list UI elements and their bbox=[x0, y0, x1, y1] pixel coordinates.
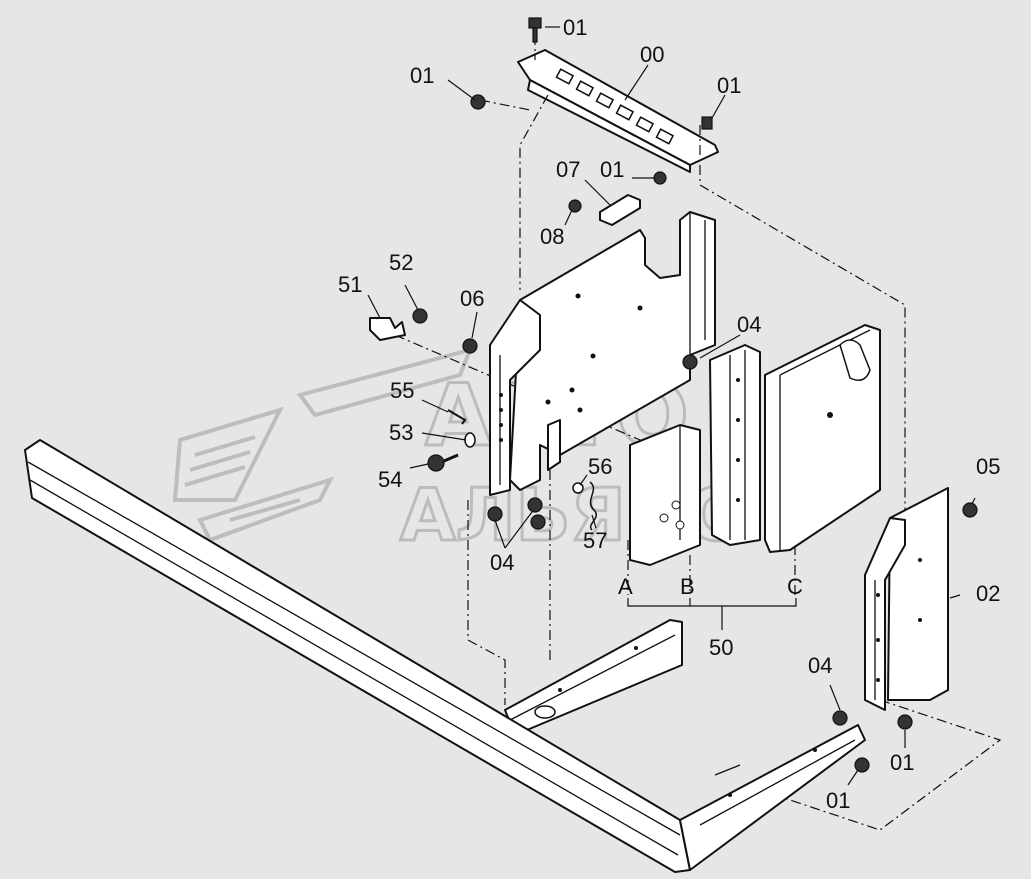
callout-02: 02 bbox=[976, 581, 1000, 606]
callout-04-right: 04 bbox=[808, 653, 832, 678]
bracket-07 bbox=[599, 194, 641, 226]
washer-56 bbox=[572, 482, 584, 494]
bolt-01-right-a bbox=[897, 714, 913, 730]
callout-00: 00 bbox=[640, 42, 664, 67]
bolt-top bbox=[528, 17, 542, 43]
spring-57 bbox=[589, 481, 597, 531]
lower-plate bbox=[504, 619, 683, 736]
callout-56: 56 bbox=[588, 454, 612, 479]
top-bracket-00 bbox=[517, 49, 719, 173]
bolt-04-lower-b bbox=[527, 497, 543, 513]
callout-50: 50 bbox=[709, 635, 733, 660]
callout-07: 07 bbox=[556, 157, 580, 182]
bolt-06 bbox=[462, 338, 478, 354]
component-50-C bbox=[764, 324, 881, 553]
left-panel bbox=[489, 211, 716, 496]
callout-01-right: 01 bbox=[717, 73, 741, 98]
washer-53 bbox=[464, 432, 476, 448]
bolt-04-upper bbox=[682, 354, 698, 370]
callout-01-top: 01 bbox=[563, 15, 587, 40]
bolt-54 bbox=[427, 453, 459, 472]
callout-06: 06 bbox=[460, 286, 484, 311]
component-50-B bbox=[709, 344, 761, 546]
pin-55 bbox=[447, 409, 467, 425]
callout-01-bottom: 01 bbox=[826, 788, 850, 813]
bolt-52 bbox=[412, 308, 428, 324]
bolt-04-right bbox=[832, 710, 848, 726]
fasteners bbox=[412, 17, 978, 773]
callout-52: 52 bbox=[389, 250, 413, 275]
callout-55: 55 bbox=[390, 378, 414, 403]
callout-01-right-bottom: 01 bbox=[890, 750, 914, 775]
watermark-logo bbox=[172, 347, 474, 543]
callout-B: B bbox=[680, 574, 695, 599]
callout-51: 51 bbox=[338, 272, 362, 297]
bolt-04-lower-c bbox=[530, 514, 546, 530]
right-panel-02 bbox=[864, 487, 949, 711]
leader-lines bbox=[367, 26, 976, 786]
bracket-51 bbox=[369, 317, 406, 341]
bolt-08 bbox=[568, 199, 582, 213]
callout-57: 57 bbox=[583, 528, 607, 553]
callout-01-mid: 01 bbox=[600, 157, 624, 182]
component-50-A bbox=[629, 424, 701, 566]
callout-01-left: 01 bbox=[410, 63, 434, 88]
bolt-right-top bbox=[701, 116, 713, 130]
callout-A: A bbox=[618, 574, 633, 599]
bolt-07 bbox=[653, 171, 667, 185]
callout-04-upper: 04 bbox=[737, 312, 761, 337]
callout-53: 53 bbox=[389, 420, 413, 445]
callout-05: 05 bbox=[976, 454, 1000, 479]
callout-04-lower: 04 bbox=[490, 550, 514, 575]
bolt-05 bbox=[962, 502, 978, 518]
bolt-left-top bbox=[470, 94, 486, 110]
bolt-01-right-b bbox=[854, 757, 870, 773]
bottom-rail bbox=[24, 439, 866, 873]
callout-C: C bbox=[787, 574, 803, 599]
callouts: 01 00 01 01 07 01 08 52 51 06 04 55 53 5… bbox=[338, 15, 1000, 813]
callout-54: 54 bbox=[378, 467, 402, 492]
bolt-04-lower-a bbox=[487, 506, 503, 522]
callout-08: 08 bbox=[540, 224, 564, 249]
